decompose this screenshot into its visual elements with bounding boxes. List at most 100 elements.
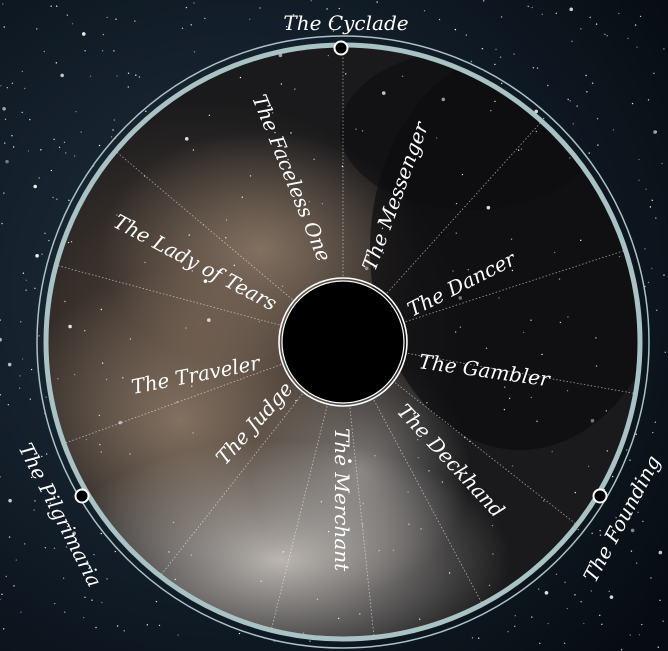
star (139, 76, 140, 77)
star (498, 297, 499, 298)
star (234, 265, 235, 266)
star (456, 233, 457, 234)
star (86, 439, 87, 440)
star (426, 402, 427, 403)
star (182, 28, 183, 29)
star (8, 499, 12, 503)
star (601, 624, 602, 625)
star (589, 152, 590, 153)
star (455, 331, 456, 332)
star (16, 559, 17, 560)
star (500, 57, 501, 58)
star (548, 623, 549, 624)
star (631, 550, 632, 551)
star (95, 627, 96, 628)
star (543, 500, 544, 501)
star (537, 67, 538, 68)
star (492, 525, 493, 526)
star (22, 358, 23, 359)
star (661, 163, 662, 164)
star (521, 148, 522, 149)
star (168, 551, 169, 552)
star (65, 152, 66, 153)
star (518, 149, 519, 150)
star (313, 159, 314, 160)
star (402, 76, 403, 77)
star (591, 590, 592, 591)
star (64, 611, 65, 612)
star (130, 338, 131, 339)
star (328, 531, 329, 532)
star (472, 637, 473, 638)
star (648, 99, 649, 100)
star (638, 180, 639, 181)
star (607, 450, 608, 451)
star (22, 71, 23, 72)
star (54, 548, 55, 549)
star (54, 603, 55, 604)
star (452, 270, 453, 271)
star (13, 585, 14, 586)
star (597, 144, 598, 145)
star (322, 203, 323, 204)
star (303, 632, 304, 633)
star (38, 335, 39, 336)
star (640, 16, 641, 17)
star (59, 147, 60, 148)
star (128, 73, 129, 74)
star (655, 422, 656, 423)
star (492, 553, 493, 554)
star (34, 288, 35, 289)
star (569, 157, 570, 158)
star (662, 621, 663, 622)
star (83, 617, 84, 618)
star (512, 465, 513, 466)
star (419, 618, 420, 619)
star (626, 449, 627, 450)
star (382, 91, 386, 95)
star (101, 451, 102, 452)
hub-center (282, 281, 404, 403)
star (564, 582, 565, 583)
star (567, 99, 568, 100)
star (116, 75, 117, 76)
star (189, 234, 190, 235)
star (106, 379, 107, 380)
star (29, 119, 30, 120)
star (567, 390, 568, 391)
star (71, 241, 72, 242)
star (26, 280, 27, 281)
star (50, 6, 51, 7)
star (424, 10, 425, 11)
star (80, 131, 81, 132)
star (536, 421, 537, 422)
star (547, 85, 548, 86)
star (466, 34, 467, 35)
star (573, 123, 574, 124)
star (636, 434, 637, 435)
star (621, 649, 622, 650)
star (44, 51, 45, 52)
star (501, 16, 502, 17)
star (442, 481, 443, 482)
star (393, 550, 394, 551)
star (514, 626, 515, 627)
star (631, 529, 635, 533)
star (56, 199, 57, 200)
star (665, 352, 666, 353)
star (30, 399, 31, 400)
star (282, 285, 283, 286)
star (436, 137, 437, 138)
star (283, 551, 284, 552)
star (1, 223, 2, 224)
star (569, 7, 573, 11)
star (239, 633, 240, 634)
star (641, 624, 642, 625)
star (317, 599, 318, 600)
star (486, 348, 487, 349)
star (114, 119, 115, 120)
star (515, 615, 516, 616)
star (569, 100, 570, 101)
star (597, 118, 598, 119)
